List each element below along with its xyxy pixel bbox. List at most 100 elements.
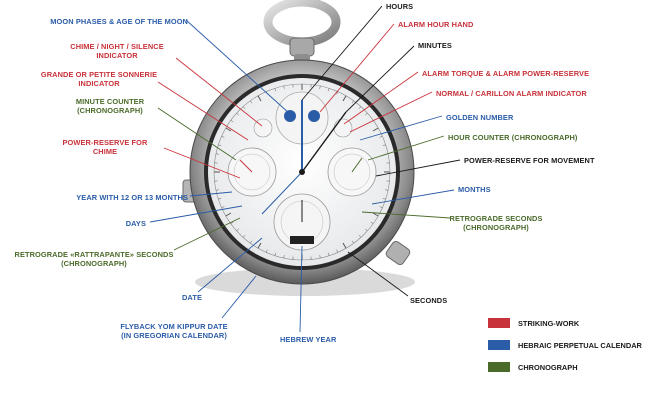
- minute-tick: [215, 153, 219, 155]
- leader-alarm-hour: [319, 23, 395, 113]
- minute-tick: [358, 106, 362, 109]
- minute-tick: [379, 135, 383, 138]
- label-seconds: SECONDS: [410, 296, 448, 305]
- label-minute-counter: MINUTE COUNTER(CHRONOGRAPH): [75, 97, 145, 115]
- minute-tick: [336, 91, 339, 95]
- right-subdial-ring: [333, 153, 371, 191]
- minute-tick: [365, 112, 368, 116]
- right-pusher: [385, 240, 411, 266]
- label-hour-counter: HOUR COUNTER (CHRONOGRAPH): [448, 133, 578, 142]
- label-alarm-hour-hand: ALARM HOUR HAND: [398, 20, 474, 29]
- minute-tick: [250, 100, 253, 104]
- watch-pendant: [289, 37, 315, 57]
- minute-tick: [372, 127, 379, 132]
- label-hours: HOURS: [386, 2, 414, 11]
- label-retro-seconds: RETROGRADE SECONDS(CHRONOGRAPH): [449, 214, 543, 232]
- minute-tick: [358, 235, 362, 238]
- minute-tick: [274, 252, 276, 256]
- minute-hand: [301, 111, 347, 173]
- leader-lines: [149, 5, 461, 333]
- legend-label: STRIKING-WORK: [518, 319, 580, 328]
- label-carillon: NORMAL / CARILLON ALARM INDICATOR: [436, 89, 587, 98]
- leader-hour-counter: [367, 135, 445, 161]
- leader-power-chime: [163, 147, 241, 179]
- alarm-indicator: [333, 118, 353, 138]
- minute-tick: [230, 221, 234, 224]
- leader-hebrew-year: [299, 245, 303, 333]
- minute-tick: [319, 85, 321, 89]
- label-moon-phases: MOON PHASES & AGE OF THE MOON: [50, 17, 188, 26]
- label-power-movement: POWER-RESERVE FOR MOVEMENT: [464, 156, 595, 165]
- legend-swatch: [488, 318, 510, 328]
- minute-tick: [328, 252, 330, 256]
- minute-tick: [242, 235, 246, 238]
- legend-label: CHRONOGRAPH: [518, 363, 578, 372]
- minute-tick: [225, 127, 232, 132]
- leader-minute-counter: [157, 107, 237, 161]
- leader-yom-kippur: [221, 275, 257, 319]
- minute-tick: [379, 206, 383, 209]
- minute-tick: [351, 240, 354, 244]
- right-subdial-hand: [351, 157, 363, 173]
- leader-chime: [175, 57, 263, 127]
- minute-tick: [236, 112, 239, 116]
- minute-tick: [328, 88, 330, 92]
- left-subdial-ring: [233, 153, 271, 191]
- label-date: DATE: [182, 293, 202, 302]
- minute-ticks: [214, 84, 390, 260]
- legend-swatch: [488, 340, 510, 350]
- minute-tick: [382, 198, 386, 200]
- legend-label: HEBRAIC PERPETUAL CALENDAR: [518, 341, 642, 350]
- minute-tick: [319, 255, 321, 259]
- label-hebrew-year: HEBREW YEAR: [280, 335, 337, 344]
- minute-tick: [385, 189, 389, 191]
- center-pinion: [299, 169, 305, 175]
- watch-bow: [263, 0, 341, 47]
- left-subdial-hand: [239, 159, 253, 173]
- leader-year: [189, 191, 233, 197]
- minute-tick: [218, 144, 222, 146]
- minute-tick: [257, 95, 262, 102]
- minute-tick: [382, 144, 386, 146]
- minute-tick: [257, 242, 262, 249]
- leader-hours: [301, 5, 383, 101]
- label-year-months: YEAR WITH 12 OR 13 MONTHS: [76, 193, 188, 202]
- label-yom-kippur: FLYBACK YOM KIPPUR DATE(IN GREGORIAN CAL…: [120, 322, 228, 340]
- minute-tick: [372, 212, 379, 217]
- minute-tick: [365, 228, 368, 232]
- minute-tick: [215, 189, 219, 191]
- leader-golden-number: [359, 115, 443, 141]
- leader-minutes: [345, 45, 415, 113]
- minute-tick: [250, 240, 253, 244]
- leader-power-movement: [375, 159, 461, 177]
- minute-tick: [242, 106, 246, 109]
- leader-months: [371, 189, 455, 205]
- leader-days: [149, 205, 243, 223]
- year-window: [290, 236, 314, 244]
- minute-tick: [265, 249, 268, 253]
- minute-tick: [370, 221, 374, 224]
- minute-tick: [236, 228, 239, 232]
- leader-alarm-torque: [343, 71, 419, 125]
- minute-tick: [342, 95, 347, 102]
- moon-disc: [284, 110, 296, 122]
- label-days: DAYS: [125, 219, 146, 228]
- leader-moon: [185, 19, 291, 115]
- label-golden-number: GOLDEN NUMBER: [446, 113, 514, 122]
- minute-tick: [283, 255, 285, 259]
- leader-rattrapante: [173, 217, 241, 251]
- date-hand: [261, 171, 303, 215]
- legend-swatch: [488, 362, 510, 372]
- label-rattrapante: RETROGRADE «RATTRAPANTE» SECONDS(CHRONOG…: [14, 250, 174, 268]
- label-months: MONTHS: [458, 185, 491, 194]
- minute-tick: [351, 100, 354, 104]
- leader-sonnerie: [157, 81, 249, 141]
- leader-seconds: [347, 251, 409, 297]
- minute-tick: [342, 242, 347, 249]
- minute-tick: [336, 249, 339, 253]
